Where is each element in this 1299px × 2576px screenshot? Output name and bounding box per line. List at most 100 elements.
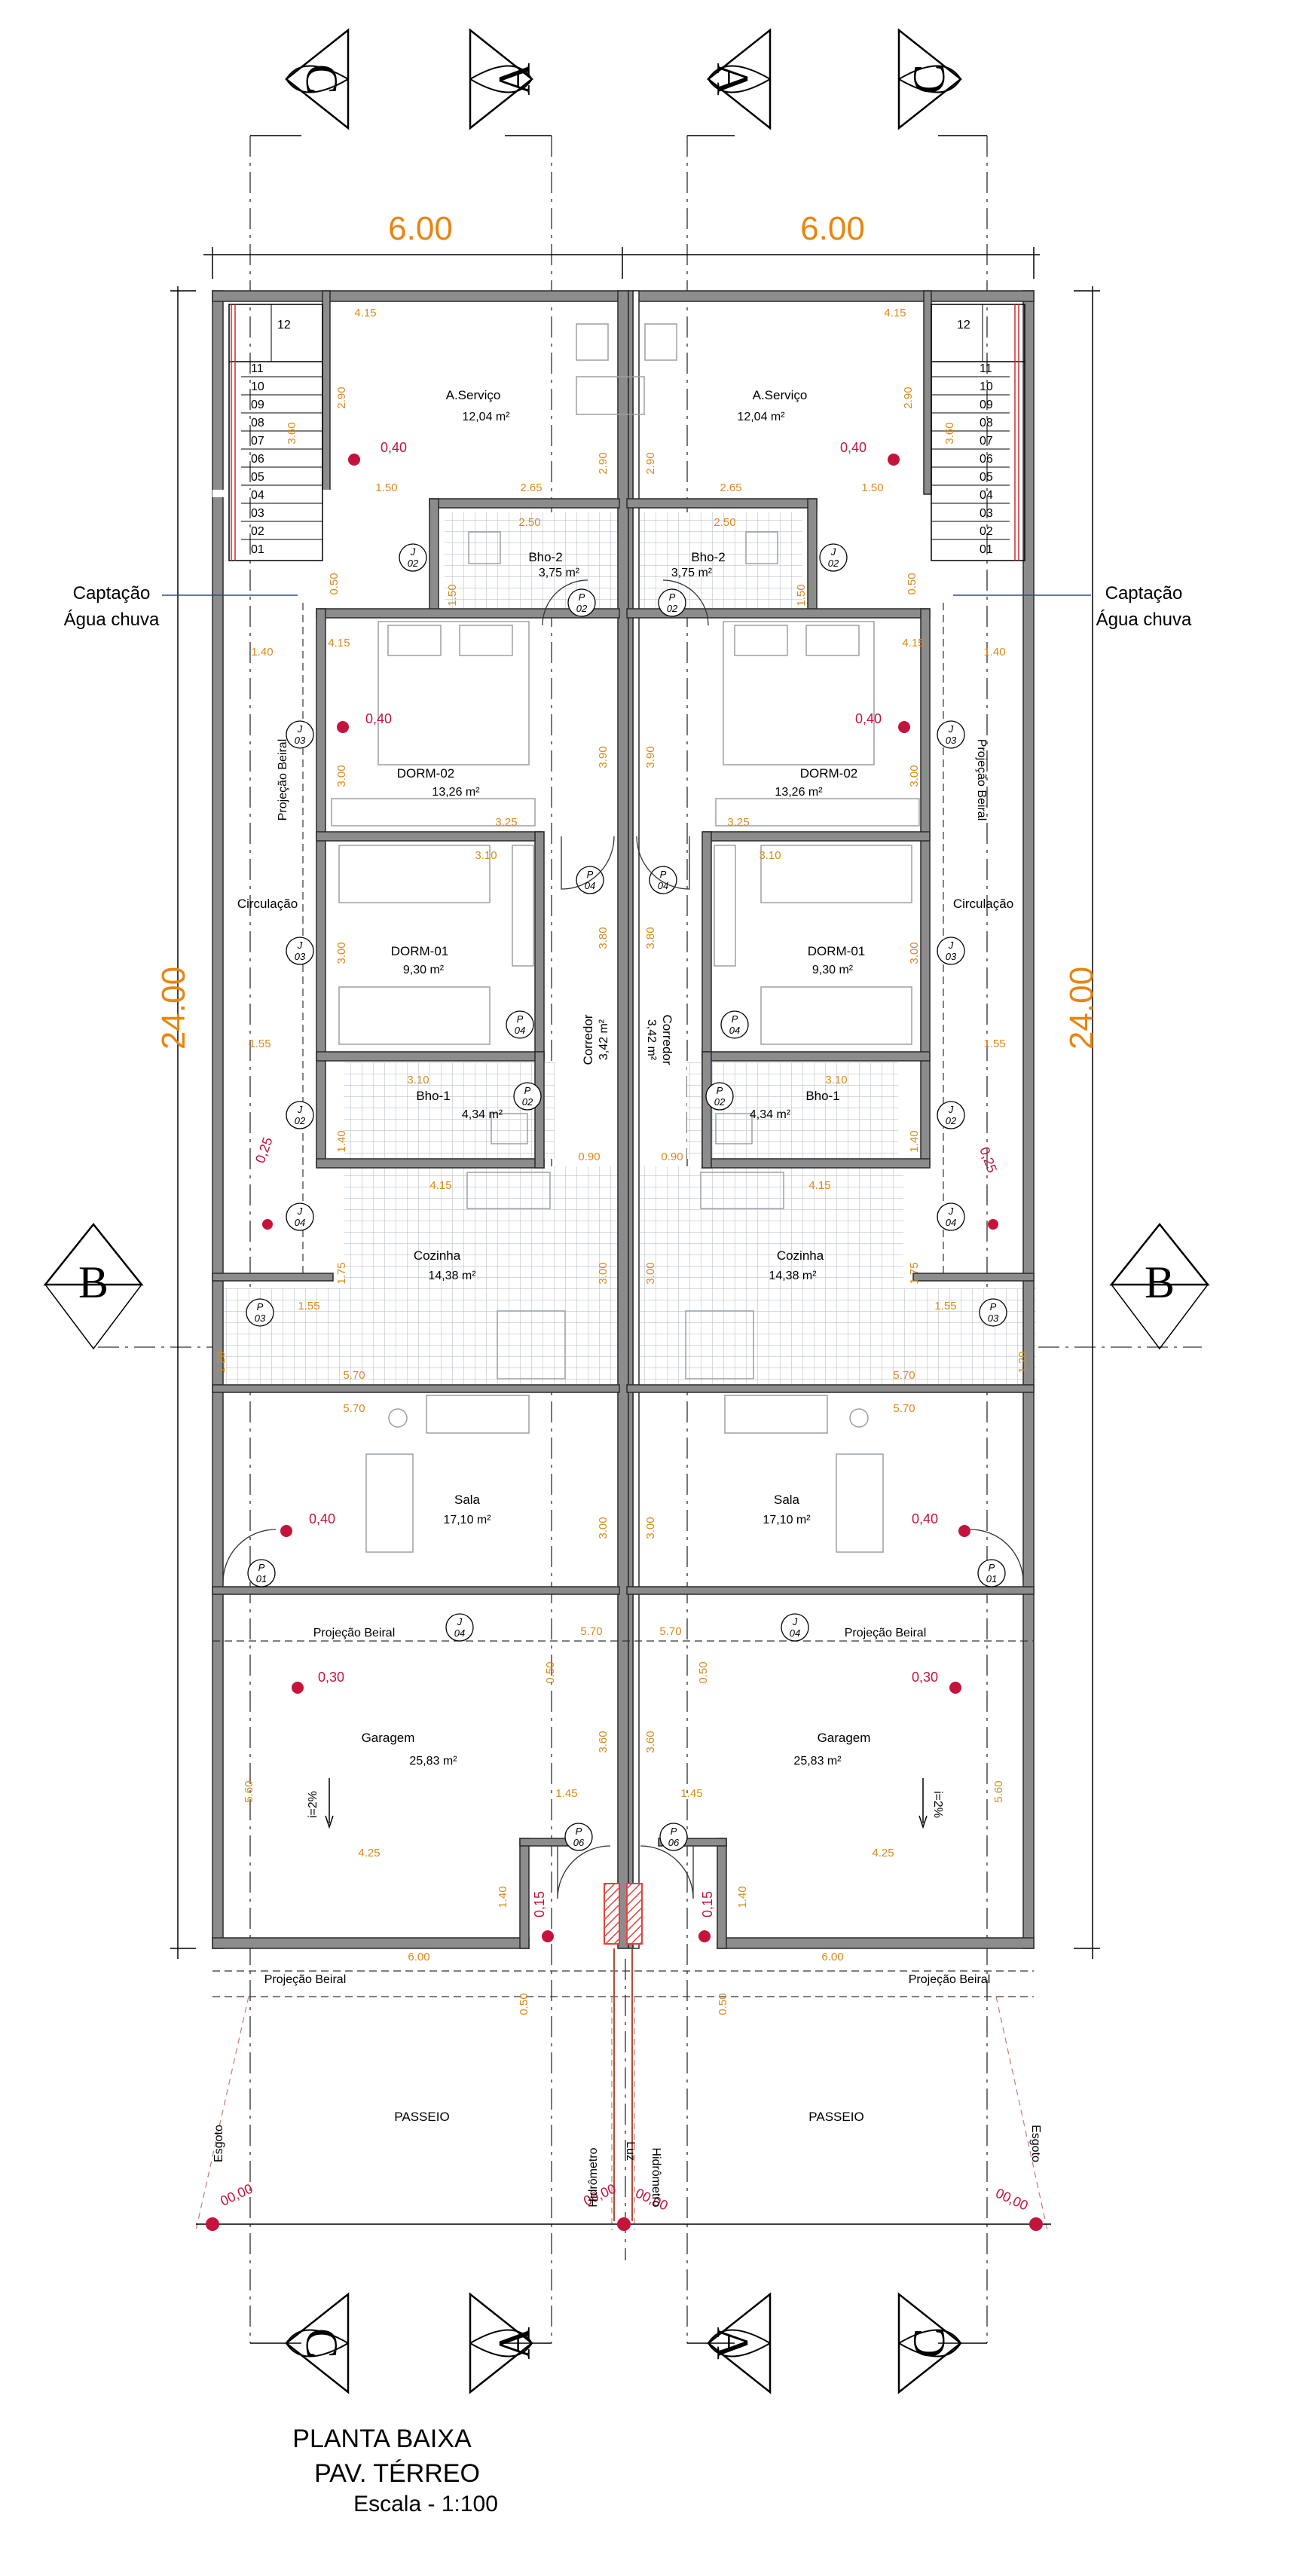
svg-text:3.00: 3.00	[597, 1262, 610, 1284]
svg-text:P: P	[517, 1013, 524, 1025]
svg-text:J: J	[457, 1616, 463, 1627]
staircase-left	[228, 304, 323, 561]
section-marker-c-bottom-left: C	[284, 2292, 350, 2394]
svg-text:J: J	[948, 723, 954, 735]
svg-text:25,83 m²: 25,83 m²	[793, 1755, 842, 1768]
walls	[212, 290, 1035, 1949]
svg-text:0,40: 0,40	[365, 711, 392, 726]
svg-text:0,40: 0,40	[381, 440, 407, 455]
section-marker-c-top-right: C	[897, 28, 963, 130]
svg-text:3.10: 3.10	[825, 1074, 847, 1086]
svg-text:2.90: 2.90	[335, 387, 348, 408]
svg-text:P: P	[660, 869, 667, 880]
svg-text:0.90: 0.90	[578, 1150, 600, 1163]
svg-text:3.80: 3.80	[597, 927, 610, 949]
svg-text:03: 03	[980, 507, 993, 520]
svg-text:PASSEIO: PASSEIO	[808, 2110, 863, 2124]
svg-text:5.70: 5.70	[659, 1625, 681, 1638]
svg-text:04: 04	[729, 1025, 740, 1036]
svg-text:0.50: 0.50	[906, 573, 918, 594]
svg-text:02: 02	[576, 603, 588, 614]
svg-text:3.00: 3.00	[335, 765, 348, 787]
svg-text:J: J	[410, 546, 416, 558]
svg-text:06: 06	[251, 453, 264, 466]
svg-text:5.70: 5.70	[343, 1369, 365, 1382]
door-swings	[222, 579, 1024, 1899]
svg-text:3,42 m²: 3,42 m²	[645, 1019, 658, 1061]
svg-text:Esgoto: Esgoto	[1029, 2125, 1042, 2162]
svg-text:00,00: 00,00	[218, 2180, 255, 2208]
svg-text:A: A	[708, 63, 757, 95]
svg-text:1.55: 1.55	[249, 1037, 270, 1050]
svg-text:Circulação: Circulação	[237, 897, 298, 911]
svg-text:03: 03	[255, 1312, 266, 1324]
svg-text:Garagem: Garagem	[818, 1731, 871, 1745]
svg-text:3.00: 3.00	[597, 1517, 610, 1539]
furniture	[331, 323, 920, 1553]
svg-text:06: 06	[980, 453, 993, 466]
section-marker-a-top-left: A	[469, 28, 539, 130]
svg-text:P: P	[671, 1826, 677, 1837]
svg-text:J: J	[948, 1104, 954, 1115]
svg-text:Garagem: Garagem	[362, 1731, 415, 1745]
svg-text:3.00: 3.00	[908, 942, 921, 964]
svg-text:08: 08	[251, 417, 264, 429]
svg-text:P: P	[258, 1562, 265, 1573]
svg-text:Circulação: Circulação	[953, 897, 1013, 911]
svg-text:i=2%: i=2%	[931, 1791, 944, 1818]
svg-text:14,38 m²: 14,38 m²	[769, 1270, 817, 1282]
svg-text:5.60: 5.60	[243, 1780, 255, 1802]
overall-width-left: 6.00	[388, 210, 453, 247]
svg-text:0,25: 0,25	[977, 1145, 1000, 1175]
svg-text:01: 01	[251, 543, 264, 556]
room-labels: A.Serviço 12,04 m² A.Serviço 12,04 m² Bh…	[237, 388, 1013, 2124]
svg-text:3.10: 3.10	[759, 849, 781, 862]
slope-indicators: i=2% i=2%	[307, 1778, 944, 1829]
overall-width-right: 6.00	[800, 210, 865, 247]
svg-text:04: 04	[251, 489, 264, 502]
svg-text:3.60: 3.60	[943, 422, 956, 444]
drawing-scale: Escala - 1:100	[353, 2492, 498, 2516]
svg-text:4.15: 4.15	[884, 307, 906, 319]
svg-text:02: 02	[980, 525, 993, 538]
svg-text:2.90: 2.90	[902, 387, 915, 408]
svg-text:0,15: 0,15	[700, 1891, 715, 1917]
svg-text:C: C	[297, 2328, 347, 2358]
svg-text:3.60: 3.60	[644, 1731, 657, 1752]
svg-text:Corredor: Corredor	[581, 1014, 595, 1065]
svg-text:0.50: 0.50	[518, 1993, 530, 2015]
section-marker-b-right: B	[1109, 1222, 1210, 1350]
svg-text:0,30: 0,30	[318, 1670, 344, 1685]
svg-text:02: 02	[251, 525, 264, 538]
svg-text:0.90: 0.90	[661, 1150, 683, 1163]
svg-text:Projeção Beiral: Projeção Beiral	[909, 1973, 991, 1986]
svg-text:01: 01	[256, 1573, 267, 1584]
svg-text:0,40: 0,40	[912, 1511, 938, 1526]
svg-text:11: 11	[980, 362, 992, 375]
svg-text:04: 04	[585, 880, 595, 891]
svg-text:1.75: 1.75	[908, 1262, 921, 1284]
svg-text:J: J	[297, 1104, 303, 1115]
svg-text:3.90: 3.90	[597, 746, 610, 768]
svg-text:J: J	[948, 940, 954, 951]
svg-text:P: P	[989, 1562, 995, 1573]
svg-text:0,15: 0,15	[532, 1891, 547, 1917]
section-marker-a-bottom-right: A	[706, 2292, 772, 2394]
svg-text:i=2%: i=2%	[307, 1791, 319, 1818]
svg-text:02: 02	[522, 1096, 533, 1108]
svg-text:Projeção Beiral: Projeção Beiral	[264, 1973, 347, 1986]
svg-text:1.40: 1.40	[335, 1130, 348, 1152]
svg-text:DORM-01: DORM-01	[808, 944, 866, 958]
svg-text:3,42 m²: 3,42 m²	[598, 1019, 610, 1060]
svg-text:2.90: 2.90	[644, 452, 657, 474]
svg-text:04: 04	[295, 1217, 305, 1228]
svg-text:09: 09	[980, 399, 993, 411]
svg-text:1.40: 1.40	[497, 1886, 509, 1908]
svg-text:02: 02	[295, 1115, 306, 1126]
svg-text:5.70: 5.70	[893, 1369, 915, 1382]
svg-text:04: 04	[515, 1025, 525, 1036]
svg-text:P: P	[990, 1301, 997, 1312]
door-window-tag-letters: J02 J02 P02 P02 J03 J03 P04 P04 J03 J03 …	[255, 546, 999, 1848]
svg-text:4.15: 4.15	[328, 637, 350, 649]
svg-text:J: J	[948, 1205, 954, 1217]
